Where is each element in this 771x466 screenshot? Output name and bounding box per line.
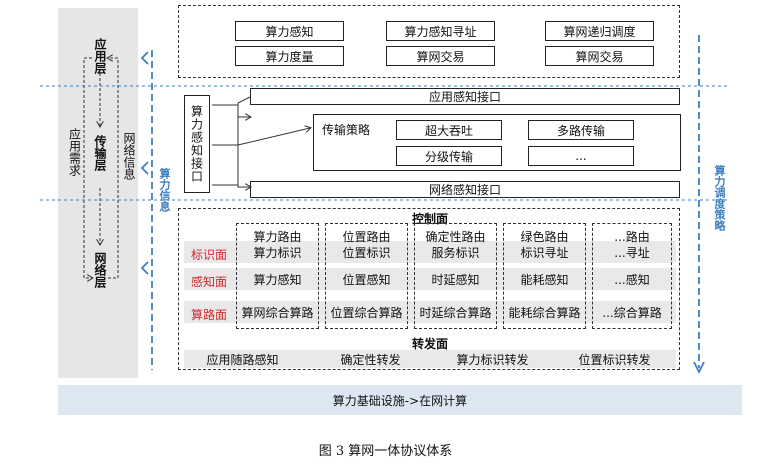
infrastructure-bar: 算力基础设施->在网计算 (58, 385, 742, 415)
strategy-huge-throughput: 超大吞吐 (396, 120, 502, 140)
column-route-cell: 时延综合算路 (419, 306, 492, 320)
column-route-cell: ...综合算路 (602, 306, 662, 320)
route-column-other (592, 223, 672, 329)
forwarding-plane-title: 转发面 (411, 337, 448, 351)
layer-separators (40, 85, 730, 201)
column-identity-cell: ...寻址 (614, 246, 650, 260)
column-sense-cell: 能耗感知 (520, 273, 569, 287)
row-label-sense: 感知面 (190, 275, 227, 289)
column-route-cell: 能耗综合算路 (508, 306, 581, 320)
column-route-cell: 算网综合算路 (241, 306, 314, 320)
box-recursive-scheduling: 算网递归调度 (545, 21, 654, 41)
layer-network: 网络层 (93, 252, 107, 288)
layer-transport: 传输层 (93, 135, 107, 171)
left-panel-arrows (83, 8, 119, 388)
left-layer-panel (58, 8, 138, 378)
row-label-identity: 标识面 (190, 248, 227, 262)
column-sense-cell: 位置感知 (342, 273, 391, 287)
box-compute-metric: 算力度量 (235, 46, 344, 66)
column-header: ...路由 (614, 230, 650, 244)
column-identity-cell: 标识寻址 (520, 246, 569, 260)
box-network-trade-2: 算网交易 (545, 46, 654, 66)
compute-info-label: 算力信息 (158, 168, 171, 212)
transport-strategy-label: 传输策略 (322, 123, 371, 137)
control-plane-title: 控制面 (411, 212, 448, 226)
column-header: 位置路由 (342, 230, 391, 244)
column-header: 算力路由 (253, 230, 302, 244)
app-demand-label: 应用需求 (67, 128, 82, 176)
column-header: 确定性路由 (425, 230, 486, 244)
application-layer-frame (178, 5, 680, 78)
column-header: 绿色路由 (520, 230, 569, 244)
compute-sense-interface: 算力感知接口 (184, 95, 210, 193)
route-column-compute (236, 223, 319, 329)
box-network-trade-1: 算网交易 (386, 46, 495, 66)
dispatch-strategy-arrow (693, 35, 705, 375)
interface-connectors (212, 96, 318, 195)
column-sense-cell: ...感知 (614, 273, 650, 287)
column-sense-cell: 算力感知 (253, 273, 302, 287)
control-row-bg-1 (184, 241, 676, 263)
column-sense-cell: 时延感知 (431, 273, 480, 287)
strategy-tiered: 分级传输 (396, 146, 502, 166)
forwarding-item: 应用随路感知 (206, 353, 279, 367)
compute-info-arrows (140, 50, 153, 370)
forwarding-item: 确定性转发 (340, 353, 401, 367)
row-label-route: 算路面 (190, 308, 227, 322)
column-identity-cell: 算力标识 (253, 246, 302, 260)
net-info-label: 网络信息 (122, 132, 136, 180)
forwarding-item: 算力标识转发 (456, 353, 529, 367)
column-identity-cell: 服务标识 (431, 246, 480, 260)
strategy-more: ... (528, 146, 634, 166)
route-column-deterministic (414, 223, 497, 329)
control-row-bg-3 (184, 301, 676, 323)
app-sense-interface: 应用感知接口 (250, 88, 680, 105)
route-column-green (503, 223, 586, 329)
box-compute-sense-addressing: 算力感知寻址 (386, 21, 495, 41)
column-route-cell: 位置综合算路 (330, 306, 403, 320)
forwarding-item: 位置标识转发 (578, 353, 651, 367)
column-identity-cell: 位置标识 (342, 246, 391, 260)
net-sense-interface: 网络感知接口 (250, 181, 680, 198)
box-compute-sense: 算力感知 (235, 21, 344, 41)
network-layer-frame (178, 208, 680, 370)
strategy-multipath: 多路传输 (528, 120, 634, 140)
dispatch-strategy-label: 算力调度策略 (713, 165, 726, 231)
control-row-bg-2 (184, 268, 676, 290)
forwarding-row-bg (184, 350, 676, 368)
layer-application: 应用层 (93, 38, 107, 74)
figure-caption: 图 3 算网一体协议体系 (318, 444, 453, 459)
route-column-location (325, 223, 408, 329)
